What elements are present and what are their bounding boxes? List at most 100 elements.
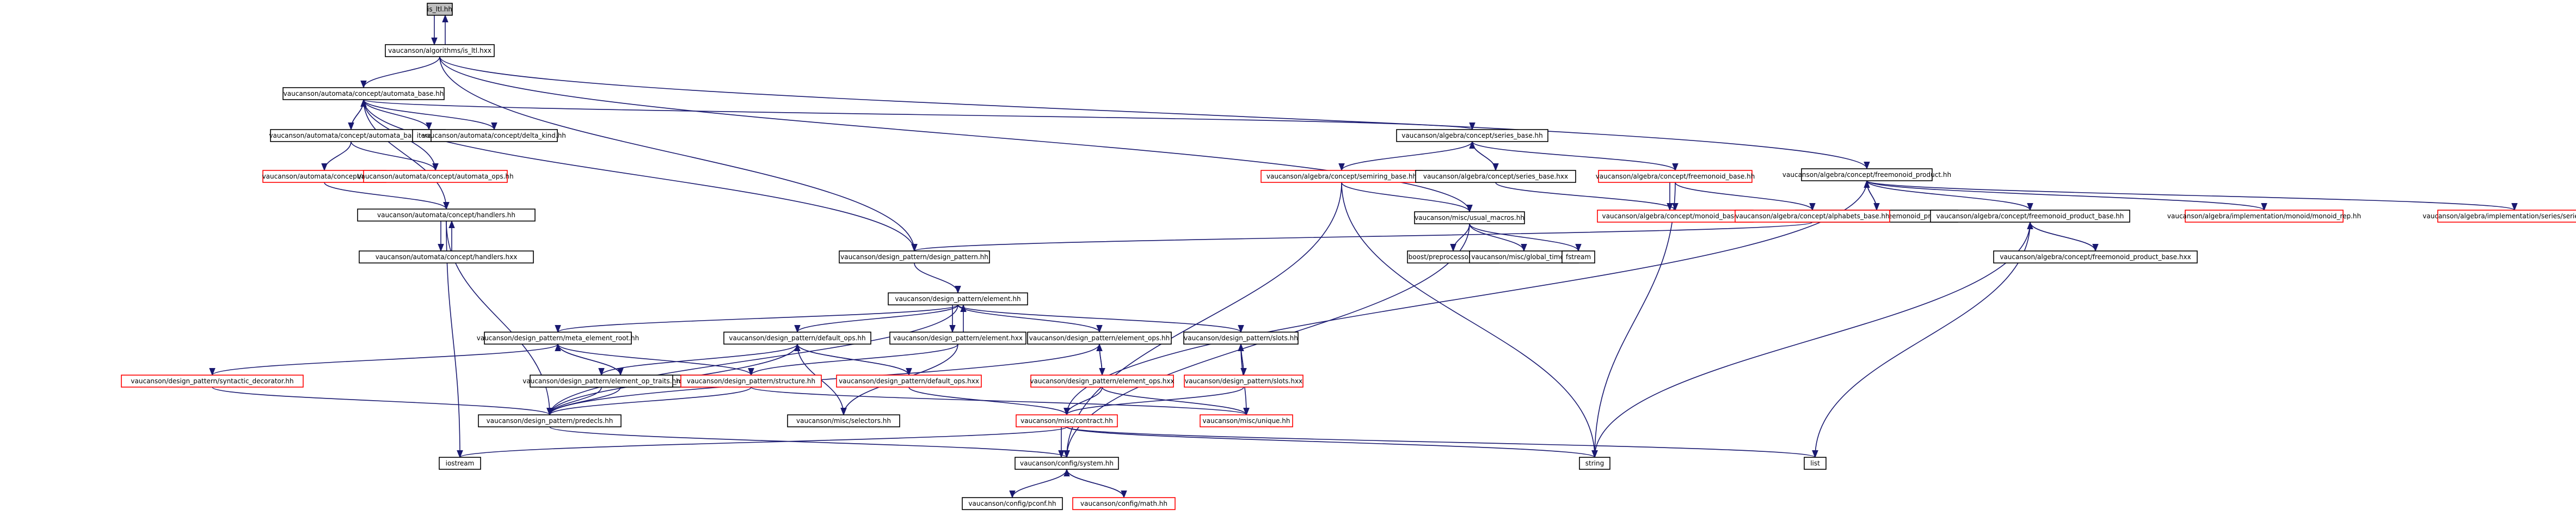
edge-n8-to-n17 xyxy=(324,182,450,210)
node-label: vaucanson/design_pattern/element_ops.hxx xyxy=(1030,377,1174,385)
node-vaucanson-design-pattern-element-hxx[interactable]: vaucanson/design_pattern/element.hxx xyxy=(889,332,1026,345)
edge-n3-to-n16 xyxy=(1866,180,2518,211)
node-vaucanson-design-pattern-design-pattern-hh[interactable]: vaucanson/design_pattern/design_pattern.… xyxy=(839,250,990,264)
edge-n27-to-n29 xyxy=(794,304,958,333)
node-box xyxy=(1030,375,1174,388)
node-vaucanson-design-pattern-element-ops-hh[interactable]: vaucanson/design_pattern/element_ops.hh xyxy=(1027,332,1172,345)
node-vaucanson-automata-concept-automata-base-hxx[interactable]: vaucanson/automata/concept/automata_base… xyxy=(269,129,433,142)
node-vaucanson-config-pconf-hh[interactable]: vaucanson/config/pconf.hh xyxy=(962,497,1063,510)
node-label: vaucanson/config/pconf.hh xyxy=(968,500,1056,507)
node-label: vaucanson/misc/contract.hh xyxy=(1020,417,1113,425)
node-vaucanson-design-pattern-element-hh[interactable]: vaucanson/design_pattern/element.hh xyxy=(888,292,1028,305)
edge-n27-to-n32 xyxy=(957,304,1244,333)
node-label: vaucanson/automata/concept/copy.hh xyxy=(262,173,387,180)
node-vaucanson-algebra-concept-series-base-hxx[interactable]: vaucanson/algebra/concept/series_base.hx… xyxy=(1415,170,1576,183)
node-box xyxy=(357,209,536,222)
node-vaucanson-design-pattern-slots-hxx[interactable]: vaucanson/design_pattern/slots.hxx xyxy=(1184,375,1304,388)
edge-n7-to-n12 xyxy=(1472,141,1679,171)
node-vaucanson-algebra-concept-freemonoid-product-hh[interactable]: vaucanson/algebra/concept/freemonoid_pro… xyxy=(1782,168,1951,181)
node-is-ltl-hh[interactable]: is_ltl.hh xyxy=(427,3,453,16)
edge-n12-to-n20 xyxy=(1675,182,1816,211)
node-label: vaucanson/design_pattern/design_pattern.… xyxy=(840,253,988,261)
edge-n21-to-n14 xyxy=(2027,221,2096,252)
node-vaucanson-misc-unique-hh[interactable]: vaucanson/misc/unique.hh xyxy=(1200,414,1293,427)
node-vaucanson-algebra-concept-monoid-base-hh[interactable]: vaucanson/algebra/concept/monoid_base.hh xyxy=(1597,210,1754,223)
node-box xyxy=(787,414,900,427)
edge-n33-to-n40 xyxy=(212,387,553,416)
node-vaucanson-design-pattern-syntactic-decorator-hh[interactable]: vaucanson/design_pattern/syntactic_decor… xyxy=(121,375,304,388)
edge-n38-to-n43 xyxy=(1102,387,1250,416)
edge-n38-to-n31 xyxy=(1096,343,1103,376)
node-label: vaucanson/automata/concept/automata_base… xyxy=(284,90,444,97)
node-vaucanson-automata-concept-delta-kind-hh[interactable]: vaucanson/automata/concept/delta_kind.hh xyxy=(422,129,566,142)
node-iostream[interactable]: iostream xyxy=(439,457,481,470)
node-vaucanson-algebra-implementation-monoid-monoid-rep-hh[interactable]: vaucanson/algebra/implementation/monoid/… xyxy=(2167,210,2361,223)
node-vaucanson-misc-selectors-hh[interactable]: vaucanson/misc/selectors.hh xyxy=(787,414,900,427)
edge-n18-to-n26 xyxy=(1469,223,1582,252)
edge-n10-to-n46 xyxy=(1341,182,1598,458)
node-vaucanson-automata-concept-automata-ops-hh[interactable]: vaucanson/automata/concept/automata_ops.… xyxy=(357,170,514,183)
edge-n1-to-n18 xyxy=(439,56,1473,213)
node-box xyxy=(680,375,822,388)
node-label: vaucanson/design_pattern/element_ops.hh xyxy=(1029,334,1170,342)
edge-n28-to-n33 xyxy=(209,344,558,376)
node-vaucanson-algebra-concept-alphabets-base-hh[interactable]: vaucanson/algebra/concept/alphabets_base… xyxy=(1735,210,1890,223)
node-vaucanson-algebra-concept-freemonoid-product-base-hxx[interactable]: vaucanson/algebra/concept/freemonoid_pro… xyxy=(1993,250,2198,264)
edge-n35-to-n43 xyxy=(751,387,1250,416)
node-vaucanson-misc-usual-macros-hh[interactable]: vaucanson/misc/usual_macros.hh xyxy=(1414,211,1525,224)
node-vaucanson-misc-global-timer-hh[interactable]: vaucanson/misc/global_timer.hh xyxy=(1469,250,1579,264)
node-vaucanson-automata-concept-copy-hh[interactable]: vaucanson/automata/concept/copy.hh xyxy=(262,170,387,183)
node-label: vaucanson/misc/usual_macros.hh xyxy=(1415,214,1524,222)
node-box xyxy=(121,375,304,388)
node-vaucanson-automata-concept-handlers-hh[interactable]: vaucanson/automata/concept/handlers.hh xyxy=(357,209,536,222)
node-vaucanson-design-pattern-structure-hh[interactable]: vaucanson/design_pattern/structure.hh xyxy=(680,375,822,388)
node-vaucanson-algebra-concept-semiring-base-hh[interactable]: vaucanson/algebra/concept/semiring_base.… xyxy=(1261,170,1423,183)
edge-n2-to-n6 xyxy=(363,99,497,131)
node-vaucanson-design-pattern-default-ops-hxx[interactable]: vaucanson/design_pattern/default_ops.hxx xyxy=(836,375,982,388)
node-label: vaucanson/algebra/concept/alphabets_base… xyxy=(1735,212,1889,220)
node-fstream[interactable]: fstream xyxy=(1561,250,1595,264)
node-vaucanson-algebra-concept-freemonoid-product-base-hh[interactable]: vaucanson/algebra/concept/freemonoid_pro… xyxy=(1930,210,2130,223)
node-box xyxy=(1735,210,1890,223)
edge-n45-to-n48 xyxy=(1009,469,1067,499)
node-box xyxy=(427,3,453,16)
node-vaucanson-design-pattern-element-op-traits-hh[interactable]: vaucanson/design_pattern/element_op_trai… xyxy=(522,375,680,388)
edge-n1-to-n23 xyxy=(439,56,918,252)
node-box xyxy=(1027,332,1172,345)
node-label: vaucanson/design_pattern/slots.hh xyxy=(1184,334,1298,342)
node-box xyxy=(478,414,622,427)
node-vaucanson-algebra-concept-freemonoid-base-hh[interactable]: vaucanson/algebra/concept/freemonoid_bas… xyxy=(1596,170,1755,183)
edge-n3-to-n14 xyxy=(1866,180,2033,211)
node-label: vaucanson/design_pattern/element.hh xyxy=(895,295,1020,303)
node-label: vaucanson/algebra/concept/series_base.hx… xyxy=(1423,173,1568,180)
node-label: vaucanson/automata/concept/delta_kind.hh xyxy=(422,132,566,139)
nodes: is_ltl.hh vaucanson/algorithms/is_ltl.hxx… xyxy=(121,3,2576,510)
node-vaucanson-design-pattern-predecls-hh[interactable]: vaucanson/design_pattern/predecls.hh xyxy=(478,414,622,427)
edge-n1-to-n2 xyxy=(360,56,440,89)
node-vaucanson-config-math-hh[interactable]: vaucanson/config/math.hh xyxy=(1072,497,1176,510)
edge-n4-to-n2 xyxy=(351,99,367,130)
node-vaucanson-design-pattern-element-ops-hxx[interactable]: vaucanson/design_pattern/element_ops.hxx xyxy=(1030,375,1175,388)
node-label: vaucanson/design_pattern/slots.hxx xyxy=(1185,377,1302,385)
edge-n13-to-n3 xyxy=(1864,180,1877,211)
node-vaucanson-config-system-hh[interactable]: vaucanson/config/system.hh xyxy=(1015,457,1119,470)
node-vaucanson-algorithms-is-ltl-hxx[interactable]: vaucanson/algorithms/is_ltl.hxx xyxy=(385,44,495,57)
node-label: vaucanson/automata/concept/automata_ops.… xyxy=(357,173,513,180)
node-vaucanson-design-pattern-meta-element-root-hh[interactable]: vaucanson/design_pattern/meta_element_ro… xyxy=(477,332,640,345)
node-box xyxy=(484,332,632,345)
edge-n14-to-n46 xyxy=(1591,222,2031,458)
node-vaucanson-design-pattern-default-ops-hh[interactable]: vaucanson/design_pattern/default_ops.hh xyxy=(723,332,871,345)
edge-n35-to-n40 xyxy=(546,387,752,416)
node-list[interactable]: list xyxy=(1804,457,1827,470)
edge-n42-to-n44 xyxy=(457,426,1067,458)
node-vaucanson-automata-concept-handlers-hxx[interactable]: vaucanson/automata/concept/handlers.hxx xyxy=(359,250,534,264)
node-vaucanson-algebra-concept-series-base-hh[interactable]: vaucanson/algebra/concept/series_base.hh xyxy=(1396,129,1548,142)
node-box xyxy=(1801,168,1933,181)
node-label: vaucanson/algebra/concept/series_base.hh xyxy=(1401,132,1543,139)
node-vaucanson-automata-concept-automata-base-hh[interactable]: vaucanson/automata/concept/automata_base… xyxy=(282,87,445,100)
node-vaucanson-misc-contract-hh[interactable]: vaucanson/misc/contract.hh xyxy=(1016,414,1118,427)
node-label: vaucanson/design_pattern/syntactic_decor… xyxy=(131,377,293,385)
node-vaucanson-algebra-implementation-series-series-rep-hh[interactable]: vaucanson/algebra/implementation/series/… xyxy=(2423,210,2576,223)
node-vaucanson-design-pattern-slots-hh[interactable]: vaucanson/design_pattern/slots.hh xyxy=(1183,332,1299,345)
node-string[interactable]: string xyxy=(1579,457,1610,470)
